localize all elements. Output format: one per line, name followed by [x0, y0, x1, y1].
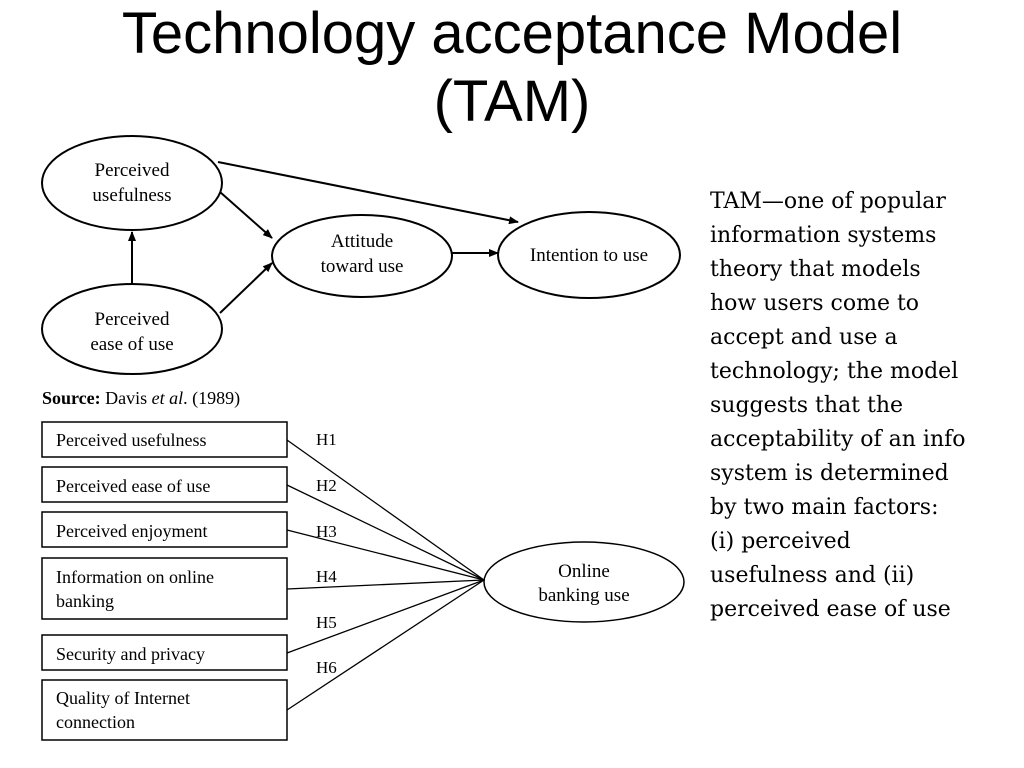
factor-label: Information on online	[56, 567, 214, 587]
node-label: Perceived	[95, 160, 170, 181]
description-line: information systems	[710, 223, 937, 248]
node-label: ease of use	[90, 334, 173, 355]
source-label: Source:	[42, 388, 101, 408]
factor-label: Perceived usefulness	[56, 430, 206, 450]
hypothesis-label-h6: H6	[316, 658, 337, 677]
hypothesis-label-h5: H5	[316, 613, 337, 632]
hypothesis-label-h4: H4	[316, 567, 337, 586]
factor-box-perceived-ease-of-use: Perceived ease of use	[41, 466, 288, 503]
source-dot: .	[183, 388, 188, 408]
description-line: usefulness and (ii)	[710, 563, 915, 588]
outcome-online-banking-use: Online banking use	[483, 541, 685, 623]
description-line: technology; the model	[710, 359, 959, 384]
outcome-label: Online	[558, 561, 610, 582]
source-author: Davis	[105, 388, 147, 408]
connector-h3	[286, 529, 485, 581]
arrow-usefulness-to-attitude	[219, 191, 273, 239]
factor-label: banking	[56, 591, 114, 611]
description-line: theory that models	[710, 257, 921, 282]
slide-title: Technology acceptance Model (TAM)	[0, 0, 1024, 136]
connector-h1	[286, 439, 485, 581]
factor-label: connection	[56, 712, 135, 732]
connector-h6	[286, 579, 485, 711]
factor-label: Security and privacy	[56, 644, 205, 664]
hypothesis-label-h3: H3	[316, 522, 337, 541]
description-line: TAM—one of popular	[710, 189, 946, 214]
node-intention-to-use: Intention to use	[497, 211, 681, 299]
slide-title-line-2: (TAM)	[433, 69, 591, 134]
outcome-label: banking use	[538, 585, 629, 606]
slide-title-line-1: Technology acceptance Model	[121, 1, 903, 66]
node-label: usefulness	[92, 185, 171, 206]
factor-label: Quality of Internet	[56, 688, 190, 708]
node-perceived-usefulness: Perceived usefulness	[41, 135, 223, 231]
factor-label: Perceived enjoyment	[56, 521, 207, 541]
factor-box-information-on-online-banking: Information on online banking	[41, 557, 288, 620]
description-line: by two main factors:	[710, 495, 939, 520]
factor-box-security-and-privacy: Security and privacy	[41, 634, 288, 671]
connector-h5	[286, 579, 485, 654]
connector-h2	[286, 484, 485, 581]
tam-description: TAM—one of popular information systems t…	[710, 185, 1005, 627]
factor-box-quality-of-internet-connection: Quality of Internet connection	[41, 679, 288, 741]
node-perceived-ease-of-use: Perceived ease of use	[41, 283, 223, 375]
description-line: perceived ease of use	[710, 597, 951, 622]
description-line: acceptability of an info	[710, 427, 966, 452]
hypothesis-label-h2: H2	[316, 476, 337, 495]
description-line: how users come to	[710, 291, 920, 316]
banking-model: H1 H2 H3 H4 H5 H6 Perceived usefulness P…	[41, 421, 685, 741]
node-attitude-toward-use: Attitude toward use	[271, 214, 453, 298]
factor-box-perceived-enjoyment: Perceived enjoyment	[41, 511, 288, 548]
source-citation: Source: Davis et al. (1989)	[42, 388, 240, 409]
node-label: toward use	[321, 256, 404, 277]
description-line: accept and use a	[710, 325, 898, 350]
description-line: suggests that the	[710, 393, 904, 418]
factor-box-perceived-usefulness: Perceived usefulness	[41, 421, 288, 458]
node-label: Attitude	[331, 231, 393, 252]
description-line: system is determined	[710, 461, 949, 486]
tam-diagram: Perceived usefulness Perceived ease of u…	[41, 135, 681, 409]
factor-label: Perceived ease of use	[56, 476, 210, 496]
connector-h4	[286, 579, 485, 590]
hypothesis-label-h1: H1	[316, 430, 337, 449]
source-etal: et al	[152, 388, 184, 408]
node-label: Intention to use	[530, 245, 648, 266]
description-line: (i) perceived	[710, 529, 851, 554]
node-label: Perceived	[95, 309, 170, 330]
source-year: (1989)	[192, 388, 240, 409]
arrow-ease-to-attitude	[219, 262, 273, 314]
arrow-usefulness-to-intention	[217, 161, 519, 225]
